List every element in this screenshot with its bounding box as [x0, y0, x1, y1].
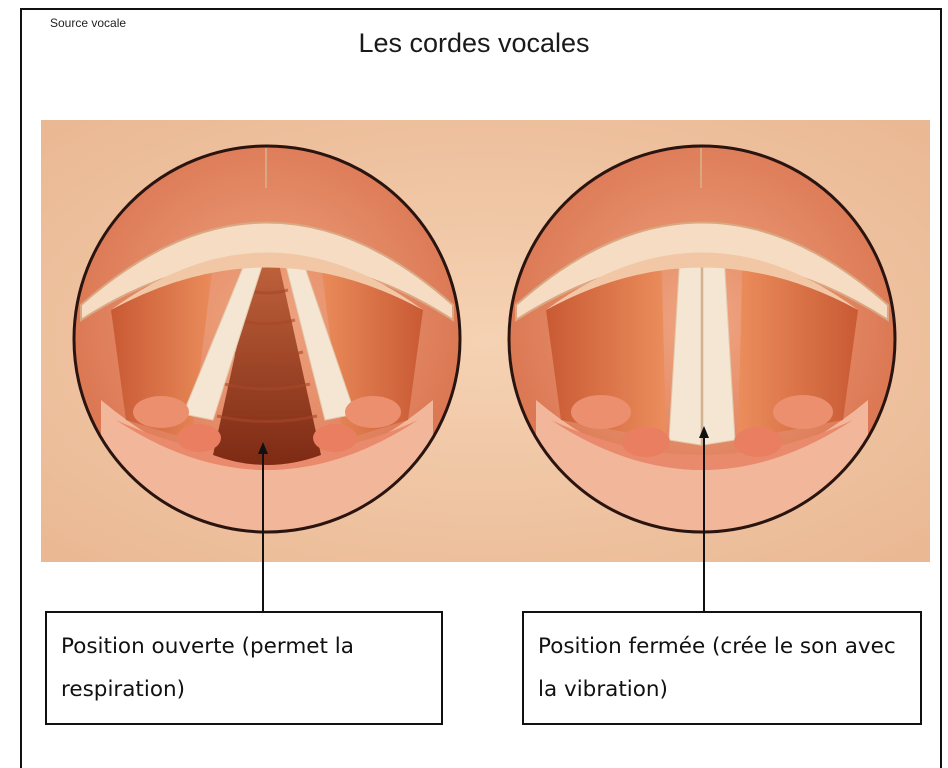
- caption-closed-position: Position fermée (crée le son avec la vib…: [522, 611, 922, 725]
- caption-open-position: Position ouverte (permet la respiration): [45, 611, 443, 725]
- page-title: Les cordes vocales: [0, 28, 948, 59]
- vocal-cords-illustration: [41, 120, 930, 562]
